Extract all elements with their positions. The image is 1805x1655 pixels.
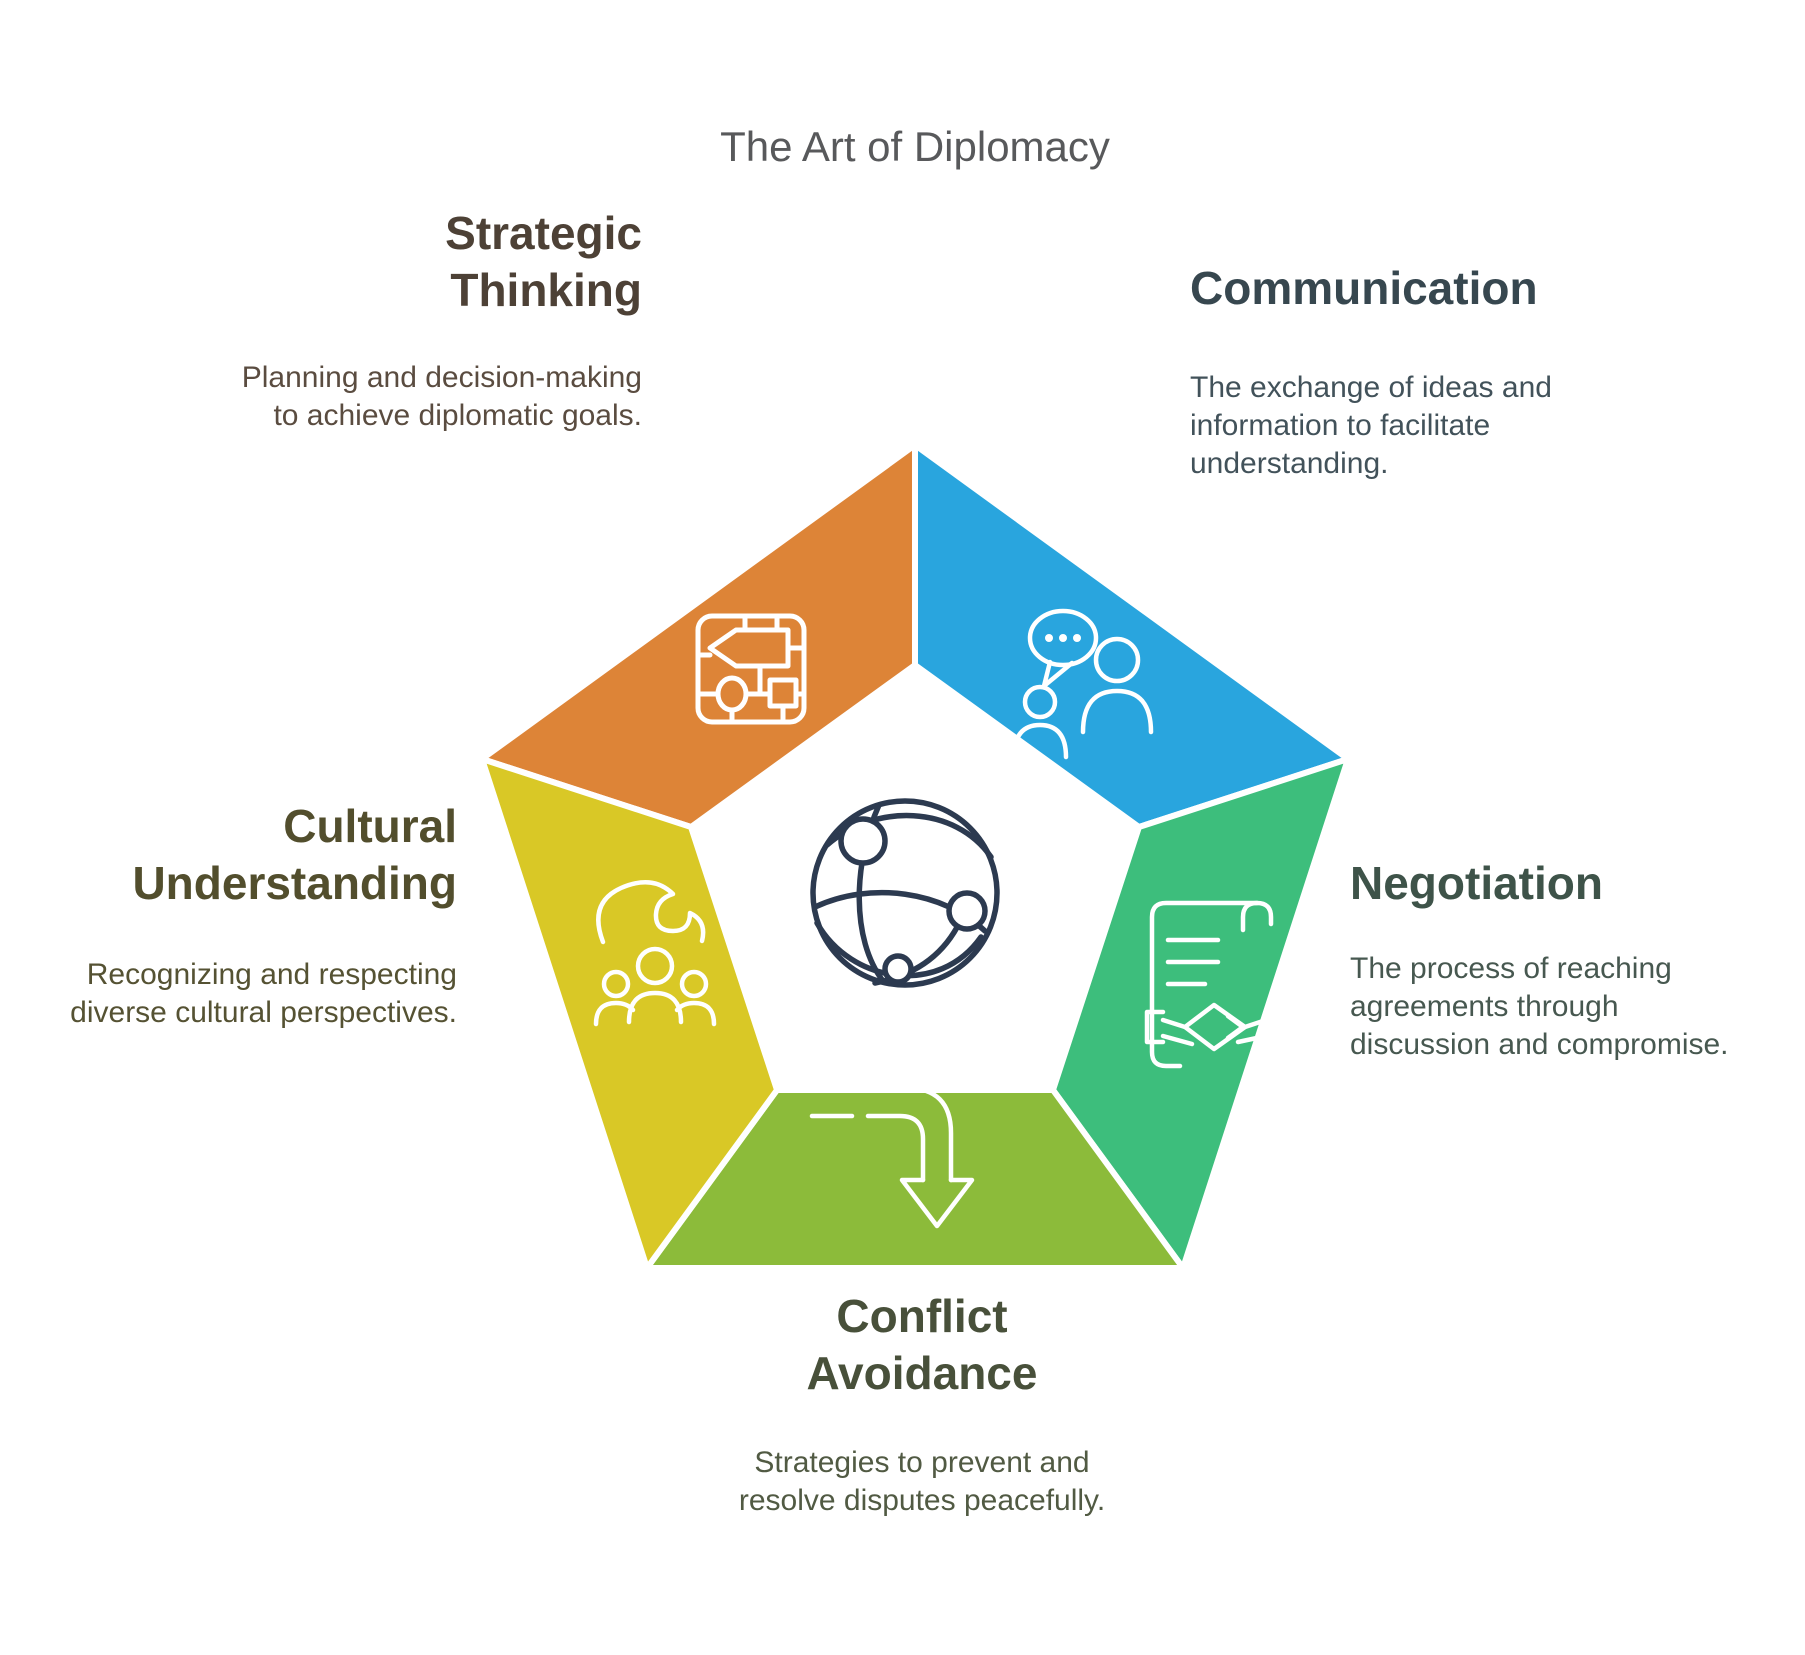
heading-line: Avoidance bbox=[806, 1347, 1038, 1399]
globe-network-icon bbox=[810, 798, 1000, 988]
hand-over-people-icon bbox=[593, 880, 717, 1027]
section-conflict-avoidance: Conflict Avoidance Strategies to prevent… bbox=[739, 1288, 1105, 1520]
section-negotiation: Negotiation The process of reaching agre… bbox=[1350, 855, 1729, 1064]
heading-line: Understanding bbox=[132, 857, 457, 909]
pentagon-segments bbox=[479, 442, 1351, 1271]
segment-communication bbox=[912, 442, 1351, 830]
communication-description: The exchange of ideas and information to… bbox=[1190, 369, 1552, 483]
heading-line: Conflict bbox=[836, 1290, 1008, 1342]
strategic-thinking-heading: Strategic Thinking bbox=[242, 205, 642, 319]
conflict-avoidance-description: Strategies to prevent and resolve disput… bbox=[739, 1444, 1105, 1520]
body-line: diverse cultural perspectives. bbox=[70, 996, 457, 1029]
body-line: to achieve diplomatic goals. bbox=[273, 399, 642, 432]
strategy-flowchart-icon bbox=[695, 613, 807, 725]
body-line: Recognizing and respecting bbox=[86, 958, 457, 991]
conflict-avoidance-heading: Conflict Avoidance bbox=[739, 1288, 1105, 1402]
heading-line: Negotiation bbox=[1350, 857, 1603, 909]
cultural-understanding-description: Recognizing and respecting diverse cultu… bbox=[70, 956, 457, 1032]
negotiation-description: The process of reaching agreements throu… bbox=[1350, 950, 1729, 1064]
body-line: agreements through bbox=[1350, 990, 1619, 1023]
people-speech-bubble-icon bbox=[1011, 608, 1154, 760]
cultural-understanding-heading: Cultural Understanding bbox=[70, 798, 457, 912]
section-cultural-understanding: Cultural Understanding Recognizing and r… bbox=[70, 798, 457, 1032]
body-line: Strategies to prevent and bbox=[754, 1446, 1090, 1479]
negotiation-heading: Negotiation bbox=[1350, 855, 1729, 912]
curved-arrow-down-icon bbox=[809, 1085, 975, 1229]
section-communication: Communication The exchange of ideas and … bbox=[1190, 260, 1552, 483]
contract-handshake-icon bbox=[1144, 900, 1285, 1069]
body-line: understanding. bbox=[1190, 447, 1389, 480]
communication-heading: Communication bbox=[1190, 260, 1552, 317]
strategic-thinking-description: Planning and decision-making to achieve … bbox=[242, 359, 642, 435]
heading-line: Cultural bbox=[283, 800, 457, 852]
heading-line: Strategic bbox=[445, 207, 642, 259]
body-line: information to facilitate bbox=[1190, 409, 1491, 442]
heading-line: Thinking bbox=[450, 264, 642, 316]
body-line: resolve disputes peacefully. bbox=[738, 1484, 1106, 1517]
body-line: discussion and compromise. bbox=[1350, 1028, 1729, 1061]
page-title: The Art of Diplomacy bbox=[720, 123, 1110, 170]
body-line: The process of reaching bbox=[1350, 952, 1672, 985]
section-strategic-thinking: Strategic Thinking Planning and decision… bbox=[242, 205, 642, 435]
body-line: The exchange of ideas and bbox=[1190, 371, 1552, 404]
body-line: Planning and decision-making bbox=[241, 361, 642, 394]
heading-line: Communication bbox=[1190, 262, 1538, 314]
